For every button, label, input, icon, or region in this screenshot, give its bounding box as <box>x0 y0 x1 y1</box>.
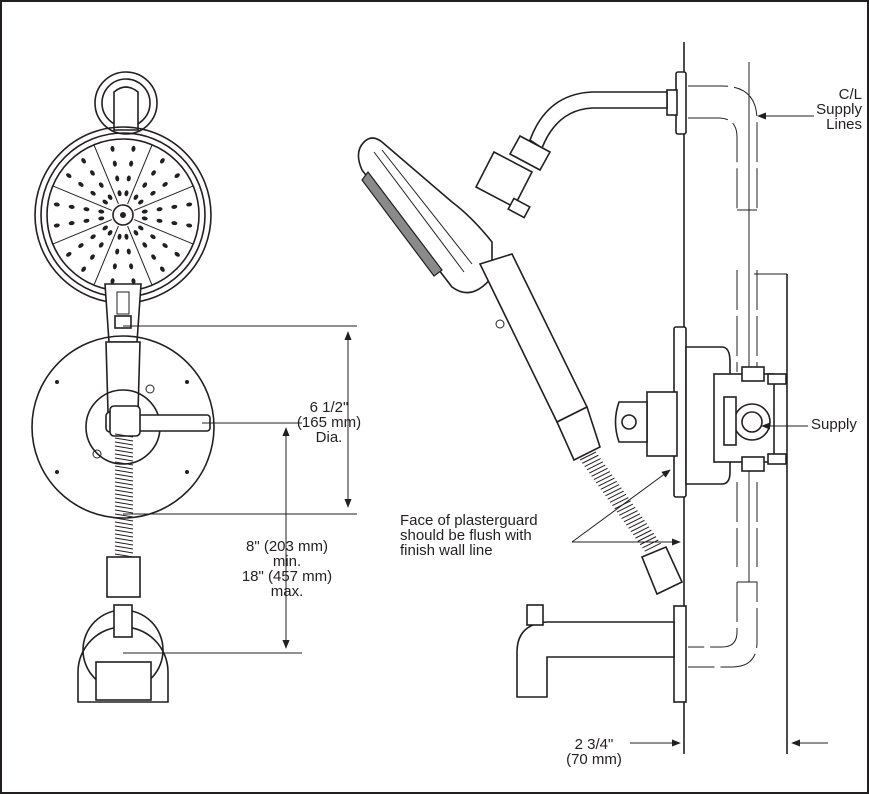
height-line2: min. <box>272 553 302 570</box>
front-shower-head <box>34 126 212 304</box>
depth-label: 2 3/4" (70 mm) <box>566 737 622 767</box>
cl-label-line1: C/L <box>838 86 862 103</box>
front-trim-plate <box>31 335 215 598</box>
supply-label: Supply <box>811 416 857 433</box>
plasterguard-note: Face of plasterguard should be flush wit… <box>400 513 538 558</box>
cl-label-line3: Lines <box>826 116 862 133</box>
diameter-line3: Dia. <box>315 429 343 446</box>
diameter-label: 6 1/2" (165 mm) Dia. <box>297 400 361 445</box>
plaster-line3: finish wall line <box>400 542 493 559</box>
front-shower-arm-flange <box>94 71 158 135</box>
supply-pipes <box>688 62 758 668</box>
plaster-line2: should be flush with <box>400 527 532 544</box>
cl-supply-label: C/L Supply Lines <box>812 87 862 132</box>
side-tub-spout <box>516 604 687 703</box>
height-line3: 18" (457 mm) <box>241 568 333 585</box>
plaster-line1: Face of plasterguard <box>400 512 538 529</box>
side-valve <box>614 326 787 498</box>
leader-lines <box>571 112 828 747</box>
front-view <box>31 71 215 703</box>
height-label: 8" (203 mm) min. 18" (457 mm) max. <box>242 539 332 599</box>
front-dimensions <box>123 325 357 654</box>
depth-line2: (70 mm) <box>566 751 622 768</box>
diameter-line2: (165 mm) <box>296 414 362 431</box>
depth-line1: 2 3/4" <box>574 736 614 753</box>
height-line1: 8" (203 mm) <box>245 538 329 555</box>
cl-label-line2: Supply <box>816 101 862 118</box>
side-shower-head <box>357 137 684 596</box>
side-shower-arm <box>474 71 687 219</box>
height-line4: max. <box>270 583 304 600</box>
diameter-line1: 6 1/2" <box>309 399 349 416</box>
front-tub-spout <box>77 604 169 703</box>
side-view <box>357 42 828 754</box>
